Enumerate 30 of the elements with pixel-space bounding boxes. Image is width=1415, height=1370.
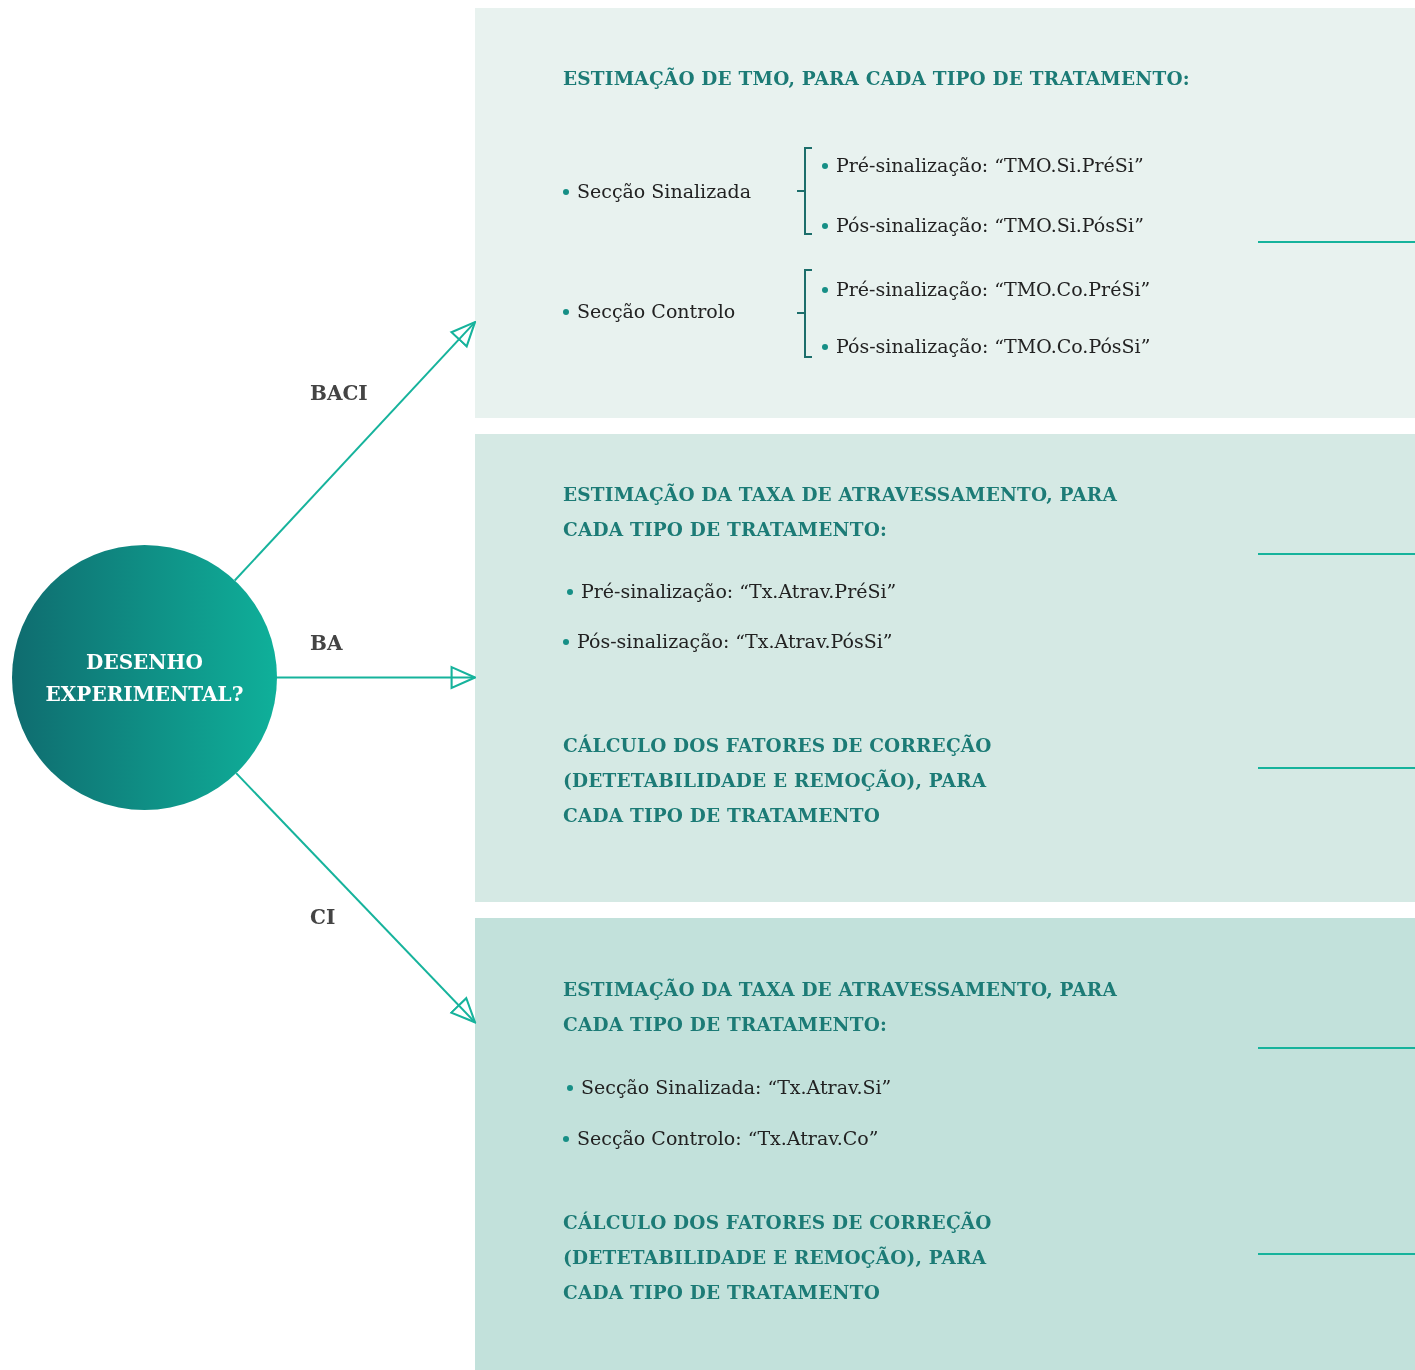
edge-label: BA <box>310 631 343 655</box>
circle-label: DESENHO EXPERIMENTAL? <box>44 648 245 708</box>
bullet-item: Pré-sinalização: “TMO.Si.PréSi” <box>820 153 1144 177</box>
section-heading: ESTIMAÇÃO DE TMO, PARA CADA TIPO DE TRATAMENTO: <box>563 66 1191 91</box>
section-heading: CÁLCULO DOS FATORES DE CORREÇÃO (DETETABILIDADE E REMOÇÃO), PARA CADA TIPO DE TRATAMENTO <box>563 733 993 828</box>
bullet-item: Pós-sinalização: “Tx.Atrav.PósSi” <box>561 629 893 653</box>
section-heading: CÁLCULO DOS FATORES DE CORREÇÃO (DETETABILIDADE E REMOÇÃO), PARA CADA TIPO DE TRATAMENTO <box>563 1210 993 1305</box>
arrow <box>276 666 477 689</box>
connector-line <box>1257 1253 1415 1255</box>
step-panel <box>475 918 1415 1370</box>
section-heading: ESTIMAÇÃO DA TAXA DE ATRAVESSAMENTO, PARA CADA TIPO DE TRATAMENTO: <box>563 482 1118 542</box>
connector-line <box>1257 241 1415 243</box>
connector-line <box>1257 553 1415 555</box>
bullet-item: Secção Controlo <box>561 299 736 323</box>
connector-line <box>1257 767 1415 769</box>
connector-line <box>1257 1047 1415 1049</box>
edge-label: BACI <box>310 381 368 405</box>
arrow <box>235 772 477 1024</box>
arrow <box>233 321 477 582</box>
bullet-item: Pré-sinalização: “TMO.Co.PréSi” <box>820 277 1151 301</box>
bullet-item: Secção Controlo: “Tx.Atrav.Co” <box>561 1126 879 1150</box>
step-panel <box>475 8 1415 418</box>
bullet-item: Secção Sinalizada: “Tx.Atrav.Si” <box>565 1075 892 1099</box>
step-panel <box>475 434 1415 902</box>
section-heading: ESTIMAÇÃO DA TAXA DE ATRAVESSAMENTO, PARA CADA TIPO DE TRATAMENTO: <box>563 977 1118 1037</box>
edge-label: CI <box>310 905 336 929</box>
bullet-item: Pré-sinalização: “Tx.Atrav.PréSi” <box>565 579 897 603</box>
bullet-item: Pós-sinalização: “TMO.Si.PósSi” <box>820 213 1144 237</box>
bullet-item: Pós-sinalização: “TMO.Co.PósSi” <box>820 334 1151 358</box>
bullet-item: Secção Sinalizada <box>561 179 751 203</box>
